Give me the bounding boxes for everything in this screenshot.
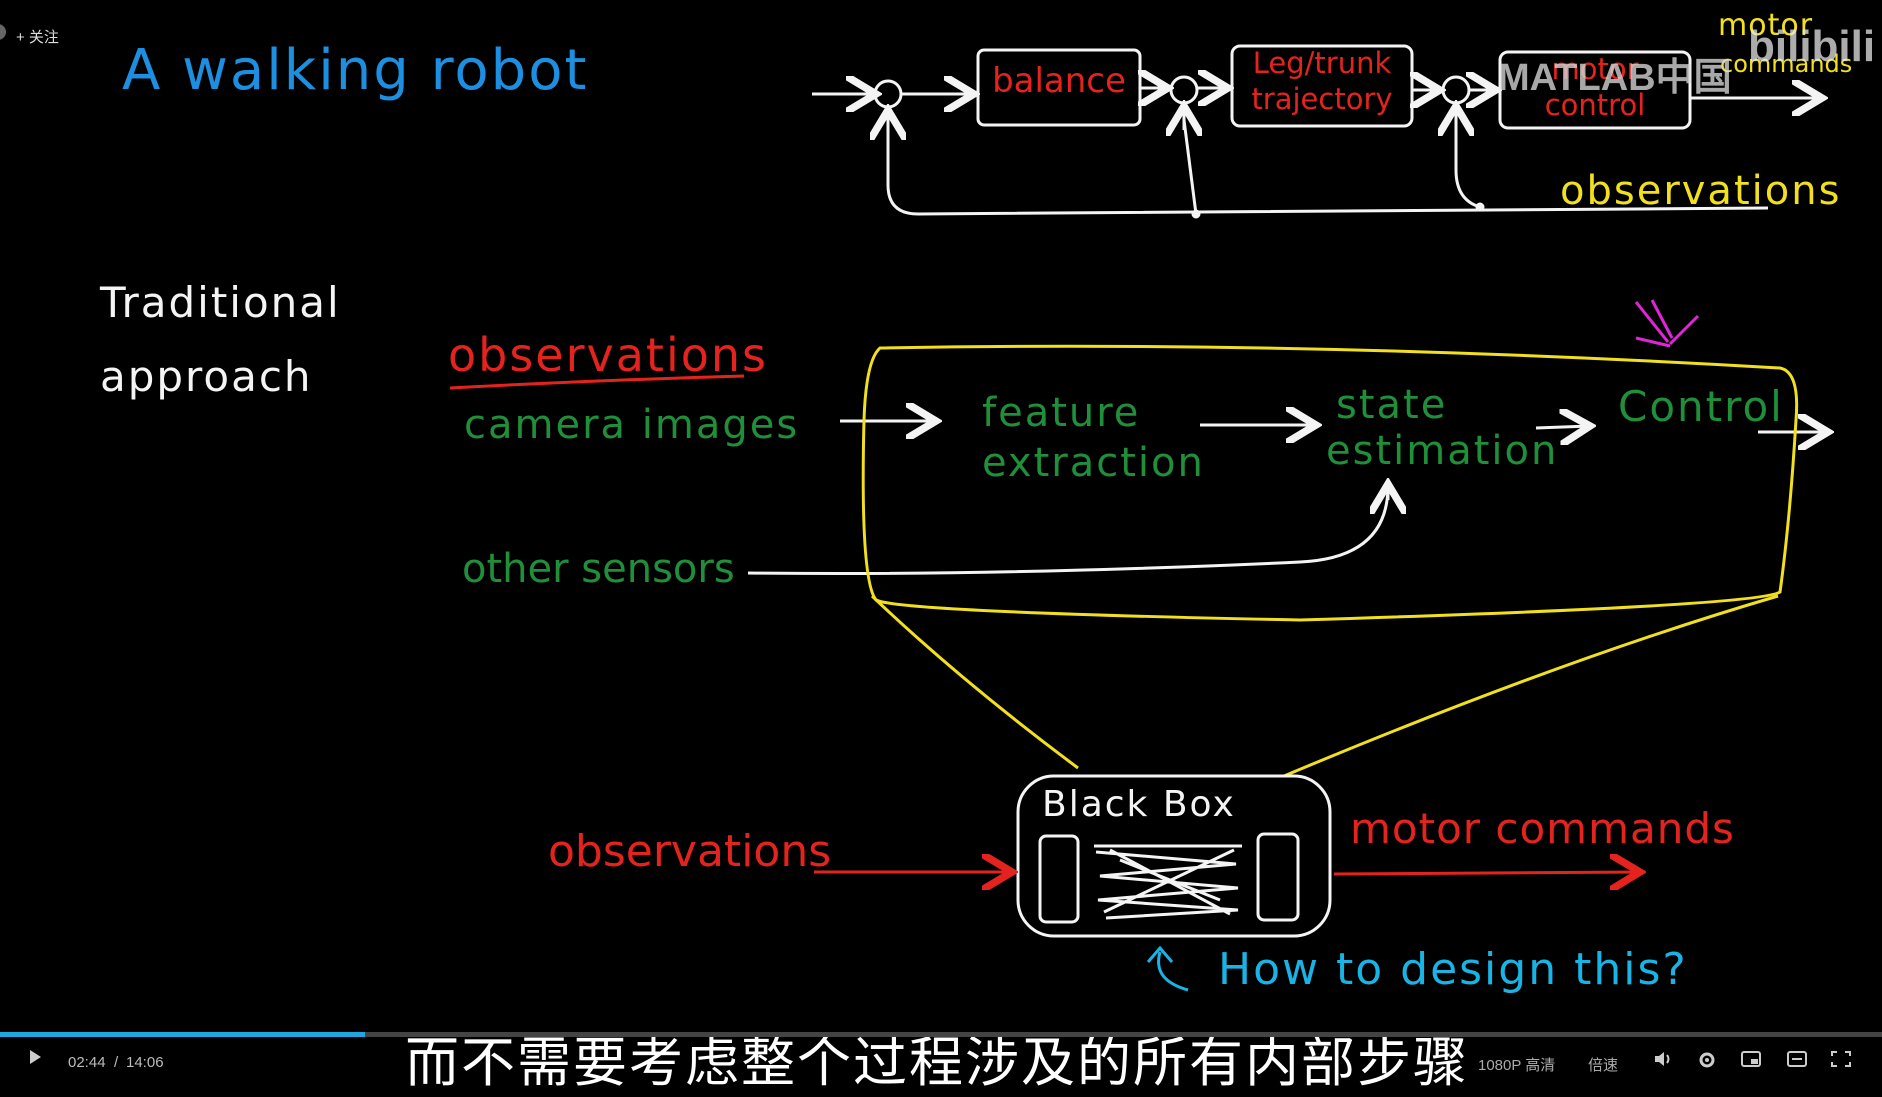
settings-glyph <box>1699 1052 1715 1068</box>
bb-observations-label: observations <box>548 826 832 877</box>
duration: 14:06 <box>126 1054 164 1071</box>
volume-glyph <box>1655 1052 1670 1066</box>
slide-title: A walking robot <box>122 38 589 103</box>
widescreen-glyph <box>1787 1051 1807 1067</box>
traditional-label: Traditional <box>100 278 341 327</box>
pipeline-arrows <box>747 421 1828 576</box>
extraction-label: extraction <box>982 440 1205 486</box>
whiteboard-drawing <box>449 44 1882 992</box>
fullscreen-icon[interactable] <box>1830 1050 1852 1072</box>
motor-block-label-2: control <box>1544 88 1646 122</box>
feature-label: feature <box>982 390 1141 436</box>
progress-bar[interactable] <box>0 1032 1882 1037</box>
fullscreen-glyph <box>1831 1051 1851 1067</box>
avatar[interactable] <box>0 24 6 40</box>
estimation-label: estimation <box>1326 428 1559 474</box>
play-glyph <box>30 1050 41 1064</box>
trajectory-block-label-1: Leg/trunk <box>1252 46 1392 80</box>
motor-block-label-1: motor <box>1551 52 1639 86</box>
current-time: 02:44 <box>68 1054 106 1071</box>
observations-heading: observations <box>448 328 769 382</box>
state-label: state <box>1336 382 1448 428</box>
top-control-loop <box>812 44 1822 219</box>
black-box-label: Black Box <box>1042 784 1236 825</box>
design-question: How to design this? <box>1218 944 1688 995</box>
observations-underline <box>449 374 745 390</box>
motor-commands-label-1: motor <box>1718 8 1814 43</box>
pip-glyph <box>1741 1051 1761 1067</box>
question-arrow <box>1157 951 1189 992</box>
time-separator: / <box>114 1054 119 1071</box>
trajectory-block-label-2: trajectory <box>1251 82 1393 116</box>
motor-commands-label-2: commands <box>1720 50 1853 78</box>
pip-icon[interactable] <box>1740 1050 1762 1072</box>
bb-output-arrow <box>1333 872 1640 874</box>
speed-button[interactable]: 倍速 <box>1588 1057 1619 1074</box>
bb-motor-commands-label: motor commands <box>1350 804 1735 853</box>
channel-watermark: MATLAB中国 <box>1498 57 1732 99</box>
camera-images-label: camera images <box>464 402 800 448</box>
volume-icon[interactable] <box>1652 1050 1674 1072</box>
black-box <box>1016 774 1332 938</box>
other-sensors-label: other sensors <box>462 546 735 592</box>
feedback-observations-label: observations <box>1560 168 1842 214</box>
approach-label: approach <box>100 352 313 401</box>
magenta-mark <box>1634 299 1700 348</box>
balance-block-label: balance <box>992 61 1126 101</box>
follow-button[interactable]: + 关注 <box>16 29 59 46</box>
settings-icon[interactable] <box>1696 1050 1718 1072</box>
play-icon[interactable] <box>24 1048 46 1070</box>
progress-bar-fill <box>0 1032 366 1037</box>
widescreen-icon[interactable] <box>1786 1050 1808 1072</box>
bilibili-logo: bilibili <box>1748 22 1876 71</box>
video-subtitle: 而不需要考虑整个过程涉及的所有内部步骤 <box>405 1031 1469 1094</box>
quality-button[interactable]: 1080P 高清 <box>1478 1057 1556 1074</box>
control-label: Control <box>1618 382 1784 431</box>
yellow-enclosure <box>861 344 1799 778</box>
